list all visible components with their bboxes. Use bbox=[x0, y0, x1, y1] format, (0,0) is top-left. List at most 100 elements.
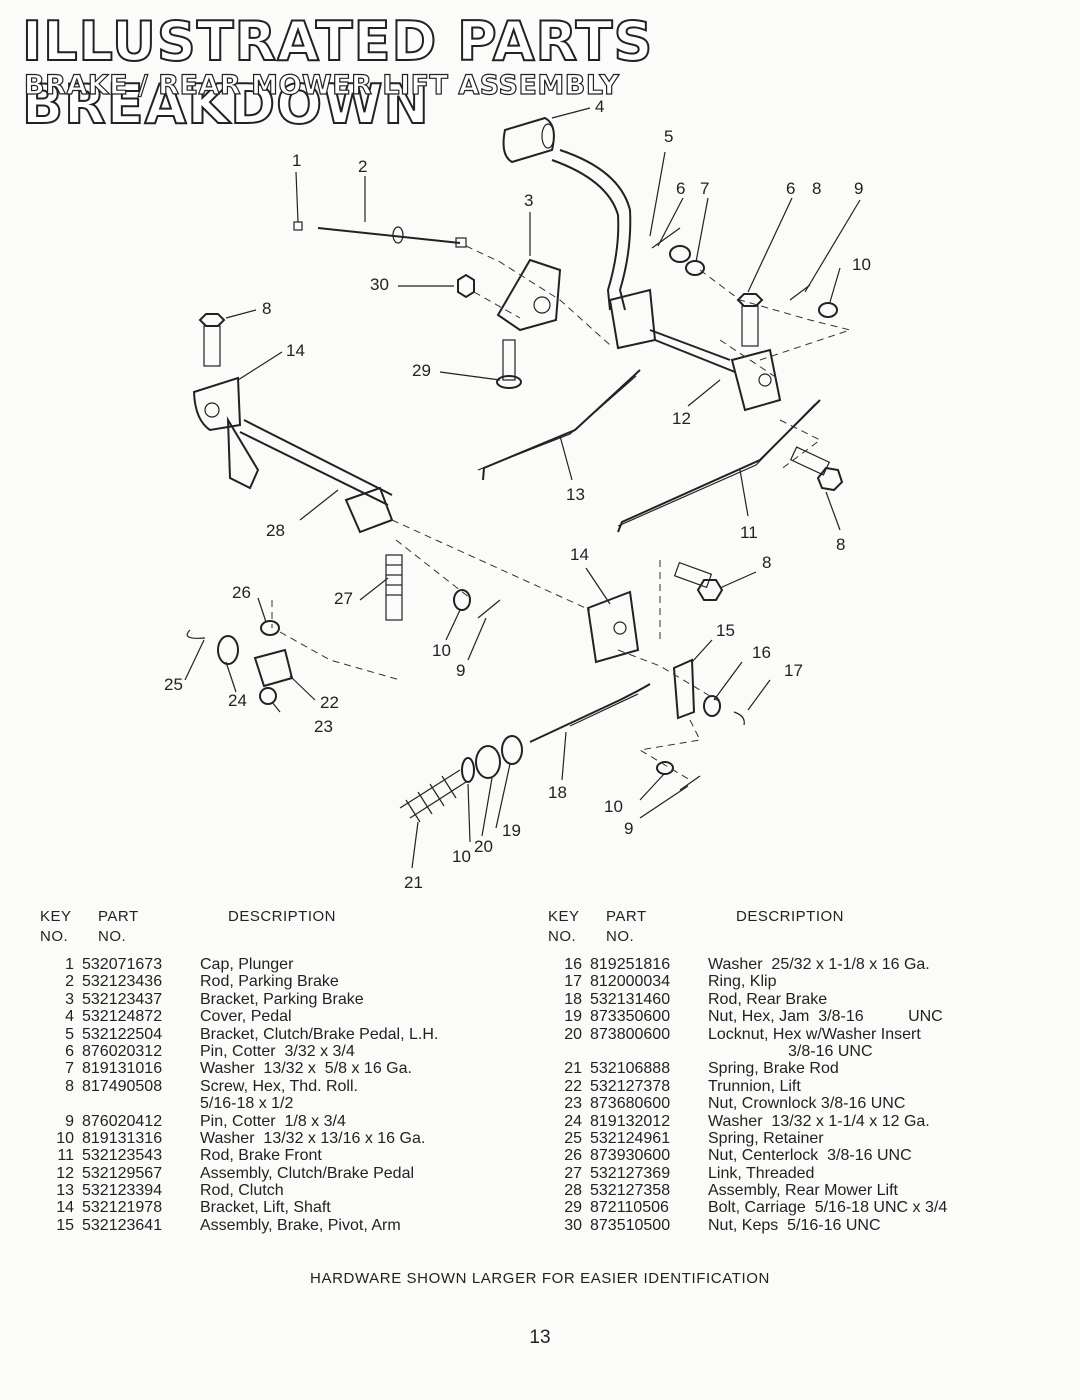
header-key: KEY bbox=[548, 908, 580, 925]
part-number: 532123543 bbox=[82, 1147, 163, 1165]
callout: 15 bbox=[716, 621, 735, 640]
part-description: Screw, Hex, Thd. Roll. bbox=[200, 1077, 358, 1095]
key-number: 26 bbox=[564, 1147, 582, 1165]
key-number: 29 bbox=[564, 1199, 582, 1217]
part-description: 5/16-18 x 1/2 bbox=[200, 1095, 294, 1113]
part-number: 873930600 bbox=[590, 1147, 671, 1165]
part-number: 532129567 bbox=[82, 1164, 163, 1182]
part-number: 532123394 bbox=[82, 1182, 163, 1200]
page-title: ILLUSTRATED PARTS BREAKDOWN bbox=[21, 9, 654, 137]
part-number: 532127369 bbox=[590, 1164, 671, 1182]
callout: 9 bbox=[624, 819, 633, 838]
parts-diagram: 4 5 1 2 3 6 7 6 8 9 10 30 8 14 29 12 13 … bbox=[164, 97, 871, 890]
key-number: 1 bbox=[65, 956, 74, 973]
callout: 10 bbox=[604, 797, 623, 816]
key-number: 21 bbox=[564, 1060, 582, 1078]
key-number: 14 bbox=[56, 1199, 74, 1217]
key-number: 2 bbox=[65, 973, 74, 991]
part-description: Assembly, Brake, Pivot, Arm bbox=[200, 1216, 401, 1234]
header-description: DESCRIPTION bbox=[736, 908, 845, 925]
part-description: Cover, Pedal bbox=[200, 1008, 292, 1026]
key-number: 5 bbox=[65, 1025, 74, 1043]
callout: 18 bbox=[548, 783, 567, 802]
callout: 8 bbox=[262, 299, 271, 318]
header-part: PART bbox=[606, 908, 647, 925]
callout: 28 bbox=[266, 521, 285, 540]
part-number: 873800600 bbox=[590, 1025, 671, 1043]
part-description: Ring, Klip bbox=[708, 973, 777, 991]
key-number: 23 bbox=[564, 1095, 582, 1113]
part-number: 819131316 bbox=[82, 1129, 163, 1147]
key-number: 24 bbox=[564, 1112, 582, 1130]
part-number: 872110506 bbox=[590, 1199, 669, 1217]
part-description: Spring, Brake Rod bbox=[708, 1060, 839, 1078]
callout: 16 bbox=[752, 643, 771, 662]
key-number: 20 bbox=[564, 1025, 582, 1043]
callout: 9 bbox=[854, 179, 863, 198]
callout: 2 bbox=[358, 157, 367, 176]
part-number: 819131016 bbox=[82, 1060, 163, 1078]
callout: 3 bbox=[524, 191, 533, 210]
key-number: 15 bbox=[56, 1216, 74, 1234]
key-number: 25 bbox=[564, 1129, 582, 1147]
part-number: 817490508 bbox=[82, 1077, 163, 1095]
header-key-no: NO. bbox=[40, 928, 69, 945]
part-number: 819132012 bbox=[590, 1112, 671, 1130]
pedal-cover-drawing bbox=[502, 116, 555, 164]
callout: 13 bbox=[566, 485, 585, 504]
key-number: 11 bbox=[57, 1147, 74, 1165]
callout: 17 bbox=[784, 661, 803, 680]
callout: 7 bbox=[700, 179, 709, 198]
callout: 24 bbox=[228, 691, 247, 710]
callout: 11 bbox=[740, 523, 758, 542]
part-description: Pin, Cotter 3/32 x 3/4 bbox=[200, 1042, 355, 1060]
part-number: 532121978 bbox=[82, 1199, 163, 1217]
part-description: Bolt, Carriage 5/16-18 UNC x 3/4 bbox=[708, 1199, 948, 1217]
callout: 10 bbox=[452, 847, 471, 866]
part-number: 876020312 bbox=[82, 1042, 163, 1060]
key-number: 17 bbox=[564, 973, 582, 991]
part-description: Trunnion, Lift bbox=[708, 1077, 801, 1095]
callout: 8 bbox=[812, 179, 821, 198]
header-description: DESCRIPTION bbox=[228, 908, 337, 925]
part-number: 532131460 bbox=[590, 990, 671, 1008]
callout: 22 bbox=[320, 693, 339, 712]
key-number: 19 bbox=[564, 1008, 582, 1026]
part-description: Assembly, Rear Mower Lift bbox=[708, 1182, 898, 1200]
callout: 8 bbox=[762, 553, 771, 572]
part-description: Rod, Rear Brake bbox=[708, 990, 828, 1008]
part-description: Bracket, Clutch/Brake Pedal, L.H. bbox=[200, 1025, 439, 1043]
part-description: Bracket, Lift, Shaft bbox=[200, 1199, 331, 1217]
key-number: 9 bbox=[65, 1112, 74, 1130]
part-description: 3/8-16 UNC bbox=[708, 1042, 873, 1060]
key-number: 27 bbox=[564, 1164, 582, 1182]
diagram-linework bbox=[184, 107, 861, 869]
part-number: 532127358 bbox=[590, 1182, 671, 1200]
key-number: 4 bbox=[65, 1008, 74, 1026]
header-key-no: NO. bbox=[548, 928, 577, 945]
callout: 9 bbox=[456, 661, 465, 680]
key-number: 6 bbox=[65, 1042, 74, 1060]
callout: 6 bbox=[676, 179, 685, 198]
part-description: Rod, Brake Front bbox=[200, 1147, 322, 1165]
part-description: Rod, Clutch bbox=[200, 1182, 284, 1200]
part-description: Spring, Retainer bbox=[708, 1129, 824, 1147]
part-description: Nut, Crownlock 3/8-16 UNC bbox=[708, 1095, 906, 1113]
callout: 14 bbox=[286, 341, 305, 360]
part-number: 532106888 bbox=[590, 1060, 671, 1078]
key-number: 22 bbox=[564, 1077, 582, 1095]
key-number: 3 bbox=[65, 990, 74, 1008]
part-number: 532123437 bbox=[82, 990, 163, 1008]
callout: 26 bbox=[232, 583, 251, 602]
part-description: Assembly, Clutch/Brake Pedal bbox=[200, 1164, 415, 1182]
part-number: 532124872 bbox=[82, 1008, 163, 1026]
callout: 4 bbox=[595, 97, 604, 116]
callout: 14 bbox=[570, 545, 589, 564]
callout: 5 bbox=[664, 127, 673, 146]
header-part: PART bbox=[98, 908, 139, 925]
callout: 19 bbox=[502, 821, 521, 840]
part-number: 532123436 bbox=[82, 973, 163, 991]
part-number: 819251816 bbox=[590, 956, 671, 973]
key-number: 16 bbox=[564, 956, 582, 973]
callout: 10 bbox=[432, 641, 451, 660]
